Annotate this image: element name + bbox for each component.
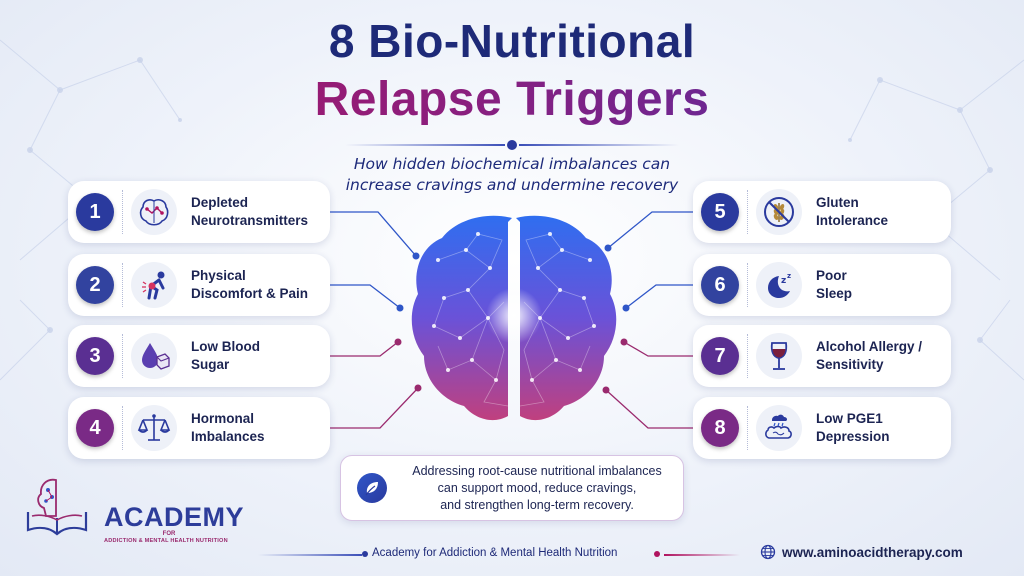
- trigger-label-line-1: Hormonal: [191, 411, 255, 426]
- academy-for: FOR: [162, 531, 176, 537]
- trigger-label: Low Blood Sugar: [191, 338, 260, 374]
- trigger-label-line-2: Sugar: [191, 357, 230, 372]
- trigger-card-1: 1 Depleted Neurotransmitters: [68, 181, 330, 243]
- trigger-label: Low PGE1 Depression: [816, 410, 890, 446]
- trigger-label-line-2: Depression: [816, 429, 890, 444]
- trigger-label: Poor Sleep: [816, 267, 852, 303]
- trigger-label-line-2: Discomfort & Pain: [191, 286, 309, 301]
- academy-tagline: ADDICTION & MENTAL HEALTH NUTRITION: [104, 538, 228, 544]
- trigger-label-line-1: Low PGE1: [816, 411, 883, 426]
- trigger-label-line-2: Sleep: [816, 286, 853, 301]
- svg-text:z: z: [781, 276, 786, 286]
- subtitle-line-1: How hidden biochemical imbalances can: [353, 155, 671, 173]
- trigger-card-2: 2 Physical Discomfort & Pain: [68, 254, 330, 316]
- trigger-card-3: 3 Low Blood Sugar: [68, 325, 330, 387]
- website-url: www.aminoacidtherapy.com: [782, 544, 963, 560]
- trigger-label-line-2: Neurotransmitters: [191, 213, 309, 228]
- footer-rule-left: [258, 554, 362, 556]
- trigger-number: 2: [76, 266, 114, 304]
- balance-scale-icon: [131, 405, 177, 451]
- trigger-card-4: 4 Hormonal Imbalances: [68, 397, 330, 459]
- trigger-card-8: 8 Low PGE1 Depression: [693, 397, 951, 459]
- trigger-label-line-1: Physical: [191, 268, 246, 283]
- trigger-label-line-1: Gluten: [816, 195, 859, 210]
- wine-glass-icon: [756, 333, 802, 379]
- trigger-label-line-1: Alcohol Allergy /: [816, 339, 923, 354]
- footer-rule-right: [664, 554, 740, 556]
- trigger-number: 6: [701, 266, 739, 304]
- trigger-label: Alcohol Allergy / Sensitivity: [816, 338, 922, 374]
- recovery-info-box: Addressing root-cause nutritional imbala…: [340, 455, 684, 521]
- footer-dot-left: [362, 551, 368, 557]
- blood-drop-sugar-cube-icon: [131, 333, 177, 379]
- svg-text:z: z: [787, 272, 791, 280]
- trigger-label-line-1: Poor: [816, 268, 847, 283]
- trigger-number: 3: [76, 337, 114, 375]
- trigger-card-7: 7 Alcohol Allergy / Sensitivity: [693, 325, 951, 387]
- trigger-label: Physical Discomfort & Pain: [191, 267, 308, 303]
- title-line-2: Relapse Triggers: [0, 72, 1024, 127]
- website-link[interactable]: www.aminoacidtherapy.com: [760, 544, 963, 560]
- brain-illustration: [411, 215, 617, 421]
- brain-circuit-icon: [131, 189, 177, 235]
- academy-logo-icon: [26, 478, 88, 536]
- info-line-2: can support mood, reduce cravings,: [437, 480, 637, 495]
- brain-rain-cloud-icon: [756, 405, 802, 451]
- info-line-3: and strengthen long-term recovery.: [440, 497, 634, 512]
- subtitle-line-2: increase cravings and undermine recovery: [345, 176, 679, 194]
- leaf-icon: [357, 473, 387, 503]
- title-line-1: 8 Bio-Nutritional: [328, 15, 696, 67]
- trigger-label-line-2: Imbalances: [191, 429, 265, 444]
- footer-org-name: Academy for Addiction & Mental Health Nu…: [372, 547, 618, 559]
- trigger-label: Gluten Intolerance: [816, 194, 888, 230]
- trigger-label-line-2: Intolerance: [816, 213, 889, 228]
- trigger-number: 1: [76, 193, 114, 231]
- trigger-label: Depleted Neurotransmitters: [191, 194, 308, 230]
- footer-dot-right: [654, 551, 660, 557]
- info-line-1: Addressing root-cause nutritional imbala…: [412, 463, 662, 478]
- subtitle: How hidden biochemical imbalances can in…: [300, 154, 724, 196]
- academy-name: ACADEMY: [104, 502, 245, 532]
- trigger-label-line-2: Sensitivity: [816, 357, 884, 372]
- trigger-number: 5: [701, 193, 739, 231]
- title-divider: [345, 140, 679, 150]
- no-wheat-icon: [756, 189, 802, 235]
- trigger-card-5: 5 Gluten Intolerance: [693, 181, 951, 243]
- recovery-info-text: Addressing root-cause nutritional imbala…: [397, 463, 677, 514]
- trigger-number: 8: [701, 409, 739, 447]
- back-pain-icon: [131, 262, 177, 308]
- trigger-label: Hormonal Imbalances: [191, 410, 265, 446]
- globe-icon: [760, 544, 776, 560]
- trigger-label-line-1: Depleted: [191, 195, 249, 210]
- trigger-number: 4: [76, 409, 114, 447]
- trigger-label-line-1: Low Blood: [191, 339, 260, 354]
- trigger-number: 7: [701, 337, 739, 375]
